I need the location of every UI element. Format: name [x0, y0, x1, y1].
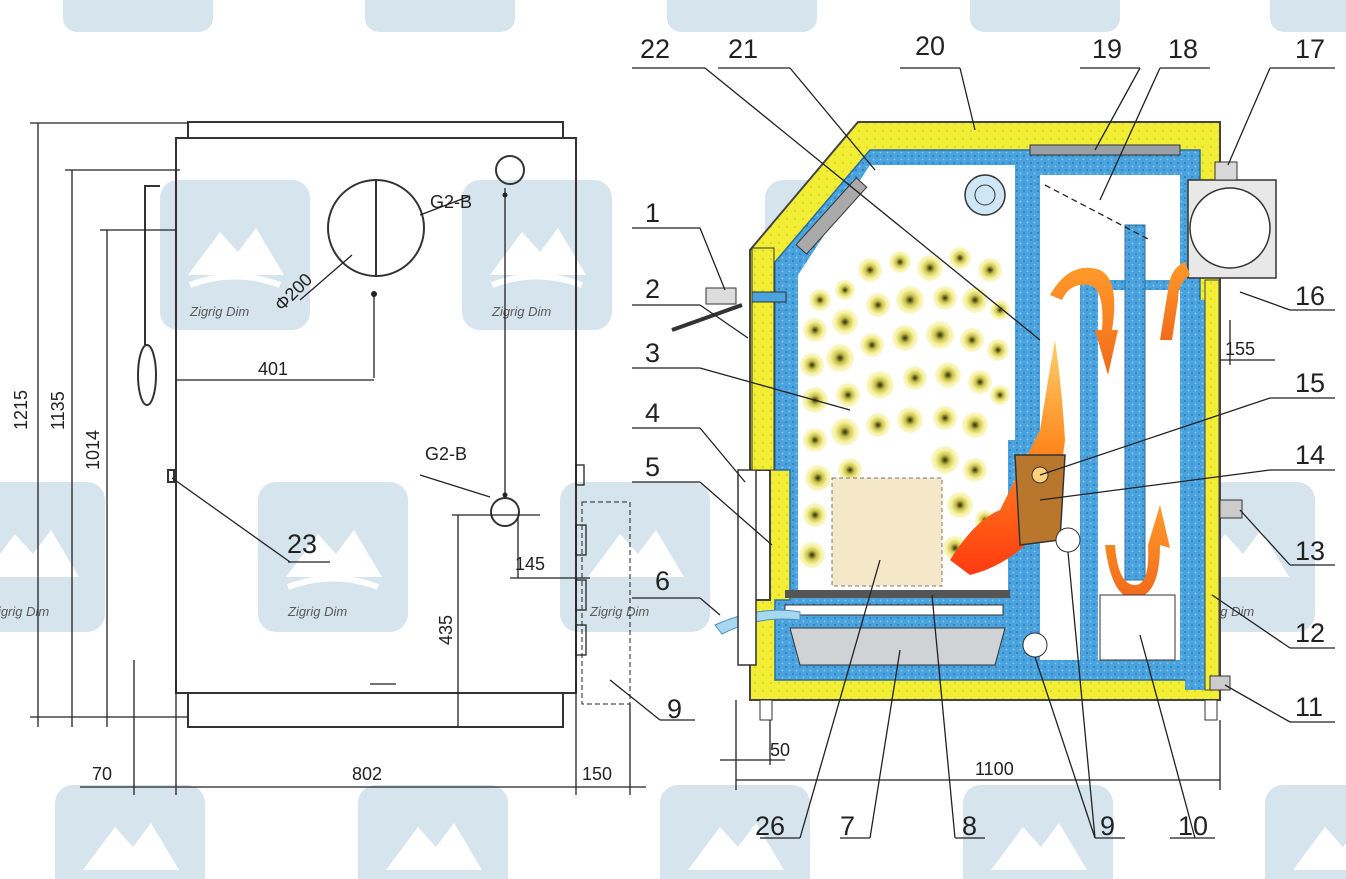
watermark-logo	[462, 180, 612, 330]
connector-top-label: G2-B	[430, 192, 472, 212]
watermark-logo	[358, 785, 508, 879]
watermark-logo	[365, 0, 515, 32]
watermark-text: Zigrig Dim	[189, 304, 249, 319]
watermark-text: Zigrig Dim	[287, 604, 347, 619]
flue-baffle	[1124, 224, 1146, 581]
air-channel	[795, 177, 868, 255]
part-label-12: 12	[1295, 618, 1325, 648]
part-label-1: 1	[645, 198, 660, 228]
watermark-logo	[160, 180, 310, 330]
watermark-logo	[963, 785, 1113, 879]
watermark-logo	[258, 482, 408, 632]
section-view	[632, 67, 1335, 839]
door-handle-grip	[137, 344, 157, 406]
watermark-logo	[0, 482, 105, 632]
front-view	[30, 121, 695, 795]
connector-top	[495, 155, 525, 185]
leader-lines	[632, 67, 1335, 839]
part-label-15: 15	[1295, 368, 1325, 398]
part-label-6: 6	[655, 566, 670, 596]
watermark-text: Zigrig Dim	[0, 604, 49, 619]
part-label-23: 23	[287, 529, 317, 559]
part-label-10: 10	[1178, 811, 1208, 841]
hinge	[167, 469, 175, 483]
watermark-logo	[970, 0, 1120, 32]
watermark-text: Zigrig Dim	[491, 304, 551, 319]
part-label-26: 26	[755, 811, 785, 841]
boiler-base	[187, 692, 564, 728]
dim-label-height-total: 1215	[11, 390, 31, 430]
part-label-14: 14	[1295, 440, 1325, 470]
dim-label-connector-offset: 145	[515, 554, 545, 574]
watermark-logo	[667, 0, 817, 32]
connector-bottom-label: G2-B	[425, 444, 467, 464]
part-label-7: 7	[840, 811, 855, 841]
ash-box	[1099, 594, 1176, 661]
part-label-9: 9	[1100, 811, 1115, 841]
door-handle-rod	[144, 185, 160, 345]
part-label-17: 17	[1295, 34, 1325, 64]
part-label-18: 18	[1168, 34, 1198, 64]
ash-pan	[789, 627, 1006, 666]
dim-label-connector-height: 435	[436, 615, 456, 645]
part-label-16: 16	[1295, 281, 1325, 311]
upper-door	[751, 247, 775, 471]
flue-arrow-2	[1160, 262, 1190, 340]
watermark-logo	[55, 785, 205, 879]
watermark-text: Zigrig Dim	[589, 604, 649, 619]
part-label-20: 20	[915, 31, 945, 61]
part-label-5: 5	[645, 452, 660, 482]
grate	[785, 590, 1010, 598]
part-label-8: 8	[962, 811, 977, 841]
connector-bottom	[490, 497, 520, 527]
watermark-logo	[560, 482, 710, 632]
part-label-11: 11	[1295, 692, 1323, 722]
door-lever	[671, 303, 743, 332]
dim-label-flue-offset: 155	[1225, 339, 1255, 359]
cleaning-cover	[1029, 144, 1181, 156]
watermark-logo	[660, 785, 810, 879]
part-label-3: 3	[645, 338, 660, 368]
part-label-22: 22	[640, 34, 670, 64]
heat-exchanger-pipe	[964, 174, 1006, 216]
dim-label-base-offset: 50	[770, 740, 790, 760]
fuel-load	[799, 247, 1010, 568]
secondary-chamber	[831, 477, 943, 587]
water-jacket-right	[1185, 300, 1205, 690]
flue-arrow-3	[1105, 505, 1170, 599]
thermostat	[705, 287, 737, 305]
watermark-logo	[1270, 0, 1346, 32]
part-label-13: 13	[1295, 536, 1325, 566]
dim-label-height-lower: 1014	[83, 430, 103, 470]
dim-label-pipe-offset: 401	[258, 359, 288, 379]
loading-door	[737, 469, 757, 666]
dim-label-offset-right: 150	[582, 764, 612, 784]
watermark-logo	[63, 0, 213, 32]
part-label-9-front: 9	[667, 694, 682, 724]
insulation-right	[1204, 279, 1220, 691]
watermark-logo	[1265, 785, 1346, 879]
flue-arrow-1	[1050, 267, 1118, 375]
dim-label-width-body: 802	[352, 764, 382, 784]
dim-label-height-upper: 1135	[48, 391, 68, 430]
dim-label-width: 1100	[975, 759, 1014, 779]
dim-label-offset-left: 70	[92, 764, 112, 784]
part-label-4: 4	[645, 398, 660, 428]
side-box	[581, 501, 631, 705]
part-label-19: 19	[1092, 34, 1122, 64]
boiler-top-cap	[187, 121, 564, 139]
part-label-21: 21	[728, 34, 758, 64]
part-label-2: 2	[645, 274, 660, 304]
